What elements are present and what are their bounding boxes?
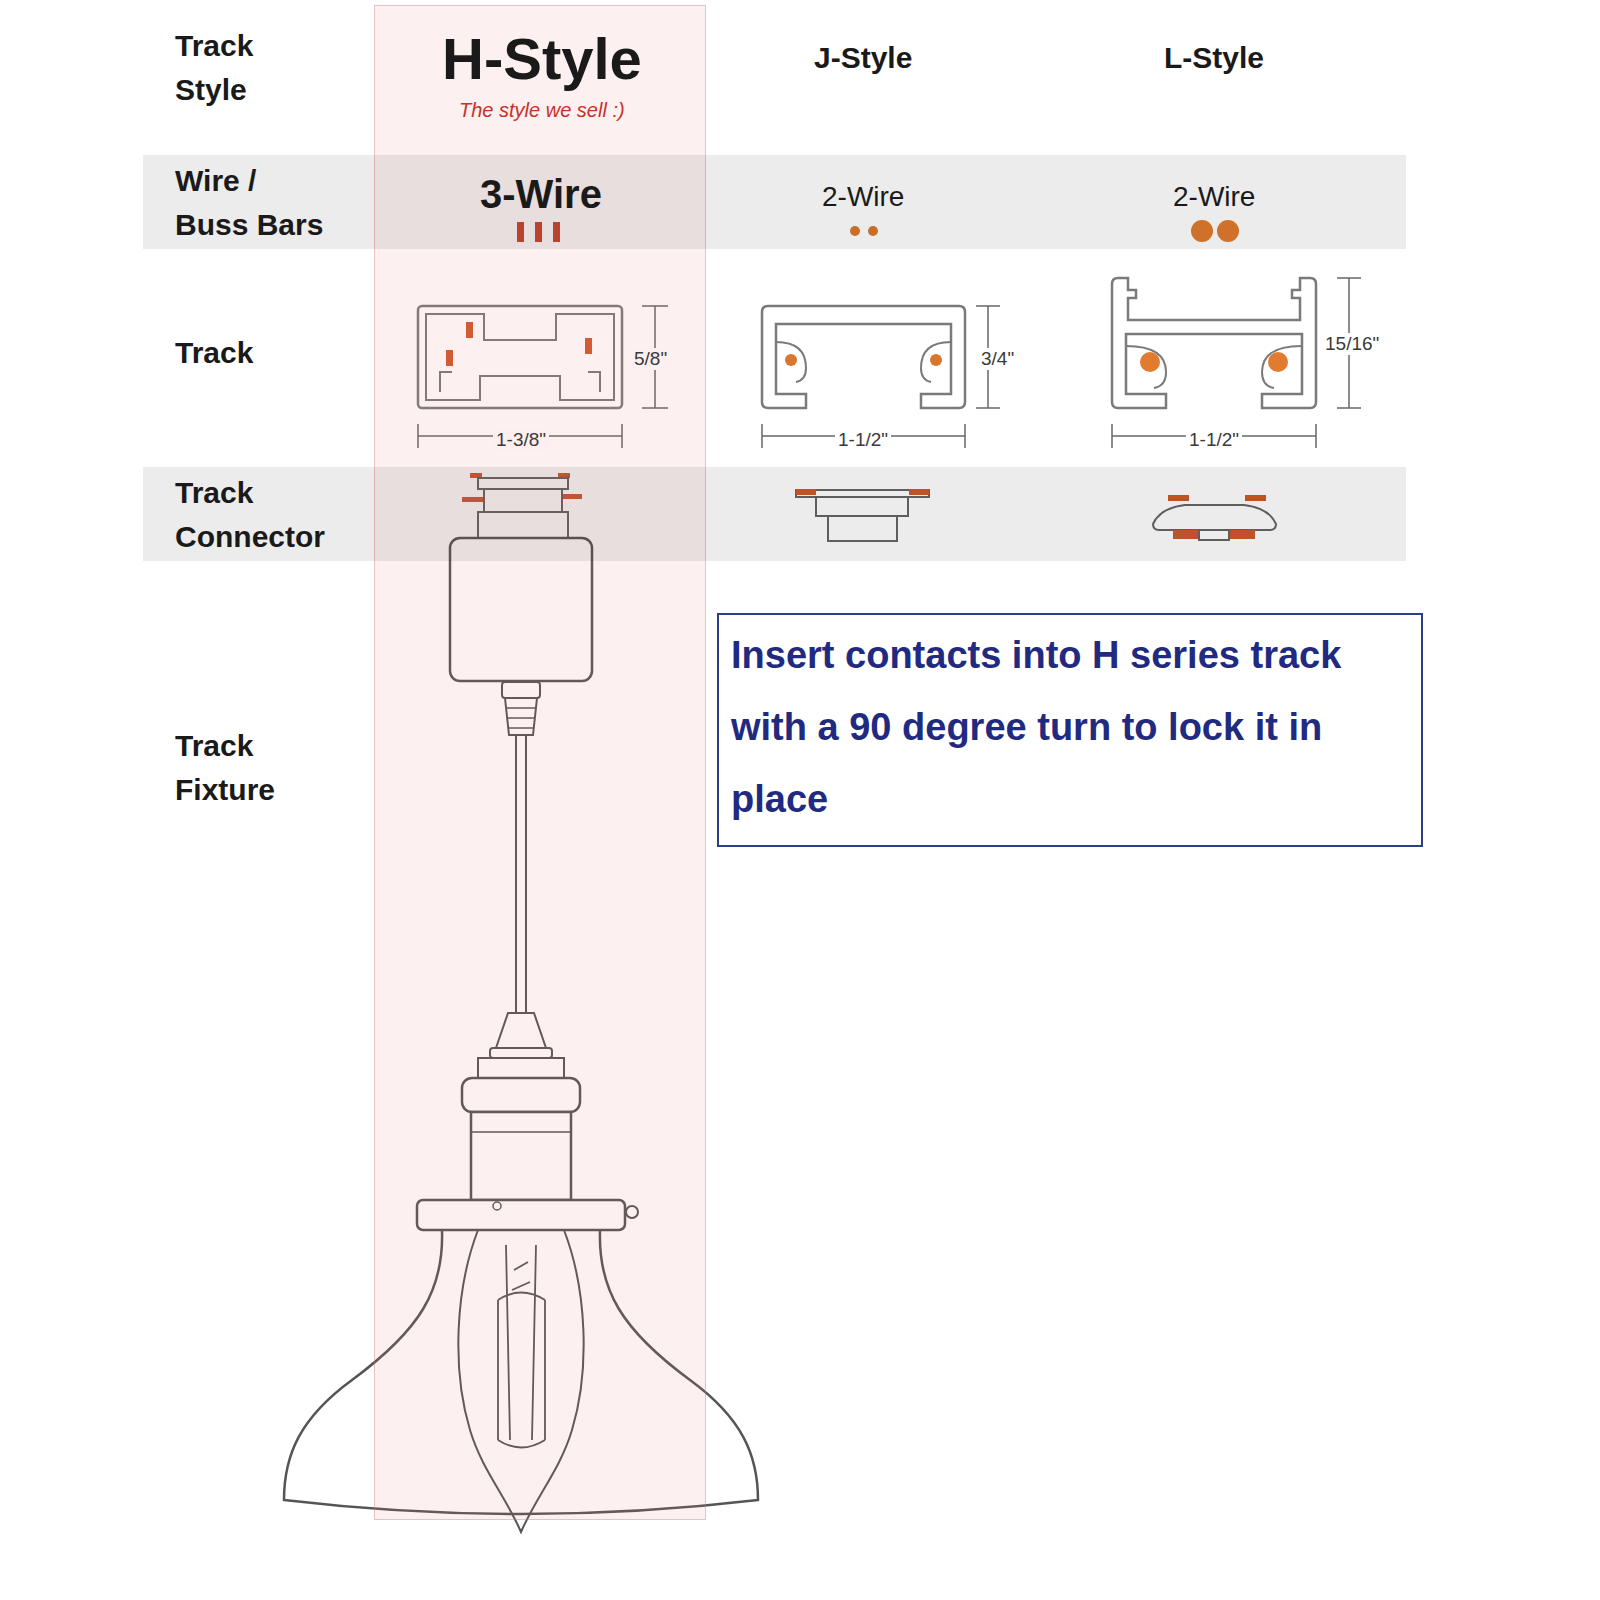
dimension-label-holder: 15/16" [1322, 333, 1382, 355]
wire-count-holder: 2-Wire [822, 181, 904, 213]
dimension-label: 1-1/2" [1186, 429, 1242, 451]
track-contact [785, 354, 797, 366]
note-text: Insert contacts into H series track with… [731, 619, 1409, 835]
dimension-label: 15/16" [1322, 333, 1382, 355]
track-contact [1268, 352, 1288, 372]
row-heading: Track Fixture [175, 724, 330, 811]
column-heading: L-Style [1164, 41, 1264, 76]
row-heading: Track [175, 331, 330, 375]
column-note-holder: The style we sell :) [459, 99, 625, 122]
track-profile [1112, 278, 1316, 408]
contact-holder [1126, 346, 1166, 388]
dimension-label: 3/4" [978, 348, 1017, 370]
row-heading-holder: Track Connector [175, 471, 330, 558]
dimension-tick [1315, 424, 1317, 448]
dimension-label-holder: 1-1/2" [1186, 429, 1242, 451]
wire-count: 2-Wire [822, 181, 904, 213]
dimension-label-holder: 5/8" [631, 348, 670, 370]
column-note: The style we sell :) [459, 99, 625, 122]
row-heading: Track Connector [175, 471, 330, 558]
wire-row-band: Wire / Buss Bars 3-Wire 2-Wire 2-Wire [143, 155, 1406, 249]
wire-count: 3-Wire [480, 171, 602, 217]
dimension-label-holder: 3/4" [978, 348, 1017, 370]
contact-holder [921, 342, 951, 382]
dimension-tick [1337, 277, 1361, 279]
contact-holder [776, 342, 806, 382]
column-heading-holder: J-Style [814, 41, 912, 76]
dimension-label-holder: 1-3/8" [493, 429, 549, 451]
row-heading-holder: Wire / Buss Bars [175, 159, 330, 246]
note-box: Insert contacts into H series track with… [717, 613, 1423, 847]
dimension-tick [964, 424, 966, 448]
wire-count-holder: 3-Wire [480, 171, 602, 217]
dimension-tick [1337, 407, 1361, 409]
row-heading-holder: Track Fixture [175, 724, 330, 811]
wire-count: 2-Wire [1173, 181, 1255, 213]
dimension-tick [1111, 424, 1113, 448]
contact-holder [1262, 346, 1302, 388]
column-heading-holder: L-Style [1164, 41, 1264, 76]
dimension-tick [761, 424, 763, 448]
wire-count-holder: 2-Wire [1173, 181, 1255, 213]
dimension-label: 1-1/2" [835, 429, 891, 451]
dimension-label: 5/8" [631, 348, 670, 370]
row-heading-holder: Track [175, 331, 330, 375]
track-contact [930, 354, 942, 366]
row-heading-holder: Track Style [175, 24, 330, 111]
column-heading: J-Style [814, 41, 912, 76]
dimension-label: 1-3/8" [493, 429, 549, 451]
row-heading: Wire / Buss Bars [175, 159, 330, 246]
row-heading: Track Style [175, 24, 330, 111]
column-heading: H-Style [442, 26, 642, 93]
dimension-tick [976, 407, 1000, 409]
connector-row-band: Track Connector [143, 467, 1406, 561]
dimension-label-holder: 1-1/2" [835, 429, 891, 451]
dimension-tick [976, 305, 1000, 307]
track-contact [1140, 352, 1160, 372]
track-profile [762, 306, 965, 408]
column-heading-holder: H-Style [442, 26, 642, 93]
